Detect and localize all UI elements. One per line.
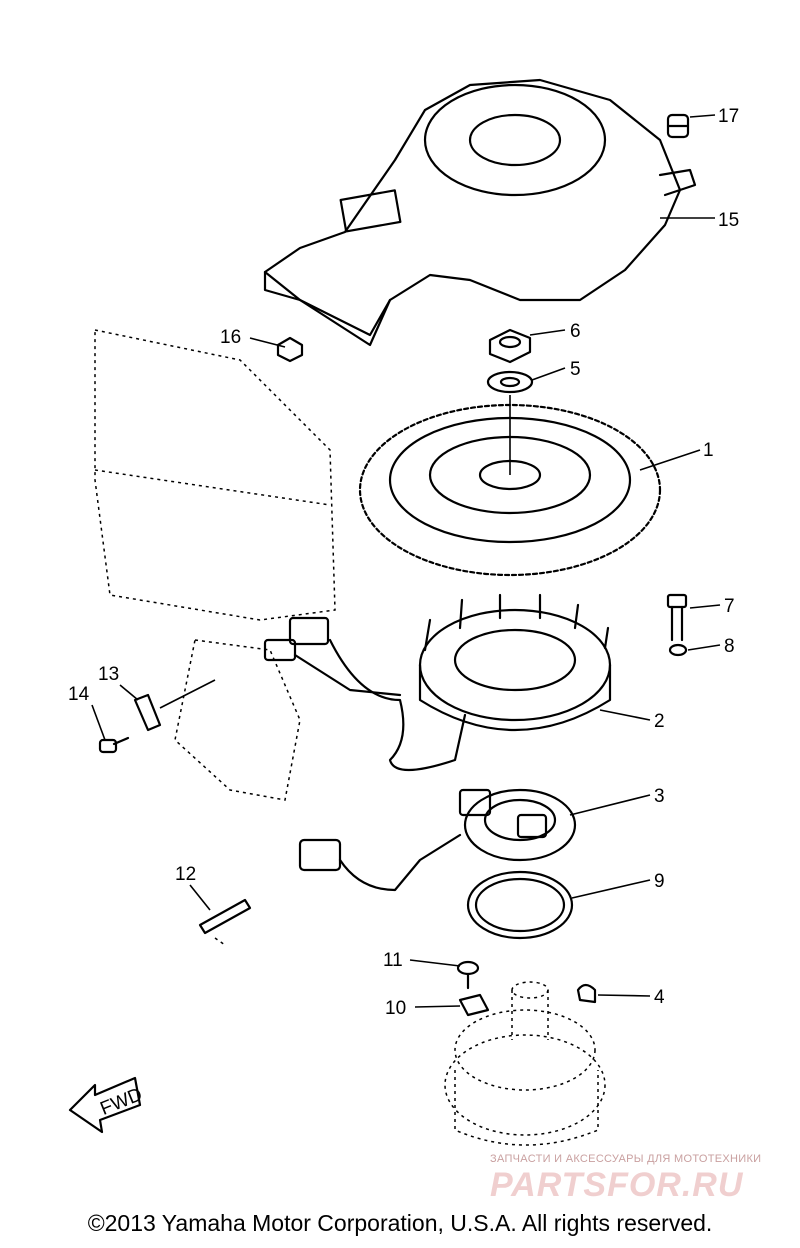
callout-14: 14 (68, 684, 90, 705)
fwd-arrow-icon: FWD (68, 1076, 145, 1134)
dowel-pin (198, 898, 252, 946)
flywheel-rotor (358, 395, 662, 577)
callout-12: 12 (175, 864, 196, 885)
fwd-label: FWD (97, 1084, 145, 1120)
callout-6: 6 (570, 321, 581, 342)
callout-4: 4 (654, 987, 665, 1008)
callout-8: 8 (724, 636, 735, 657)
bracket-screw (98, 736, 130, 754)
callout-10: 10 (385, 998, 406, 1019)
cover-nut (276, 336, 304, 363)
callout-15: 15 (718, 210, 739, 231)
stator-lead-wire (263, 616, 467, 771)
flywheel-cover (263, 78, 697, 347)
stator-assembly (418, 593, 612, 731)
wire-clamp (458, 993, 490, 1017)
callout-5: 5 (570, 359, 581, 380)
cover-bolt-grommet (666, 113, 690, 139)
stator-washer (668, 643, 688, 657)
callout-11: 11 (383, 950, 403, 971)
flywheel-nut (488, 328, 532, 364)
crankshaft-base (444, 981, 606, 1146)
flywheel-washer (486, 370, 534, 394)
callout-3: 3 (654, 786, 665, 807)
callout-1: 1 (703, 440, 714, 461)
callout-16: 16 (220, 327, 241, 348)
leader-lines (91, 114, 721, 1008)
engine-outline (94, 329, 336, 801)
callout-2: 2 (654, 711, 665, 732)
ground-bracket (133, 679, 216, 732)
pulser-coil (298, 788, 577, 892)
plate-screw (456, 960, 480, 990)
callout-numbers: 17 15 16 6 5 1 7 8 2 3 9 4 11 10 12 13 1… (68, 106, 739, 1019)
stator-bolt (666, 593, 688, 642)
woodruff-key (576, 983, 597, 1004)
copyright-notice: ©2013 Yamaha Motor Corporation, U.S.A. A… (87, 1210, 713, 1236)
watermark-subtitle: ЗАПЧАСТИ И АКСЕССУАРЫ ДЛЯ МОТОТЕХНИКИ (490, 1153, 762, 1165)
watermark-logo: PARTSFOR.RU (490, 1166, 744, 1204)
callout-13: 13 (98, 664, 119, 685)
callout-7: 7 (724, 596, 735, 617)
callout-9: 9 (654, 871, 665, 892)
pulser-ring (466, 870, 574, 940)
callout-17: 17 (718, 106, 739, 127)
